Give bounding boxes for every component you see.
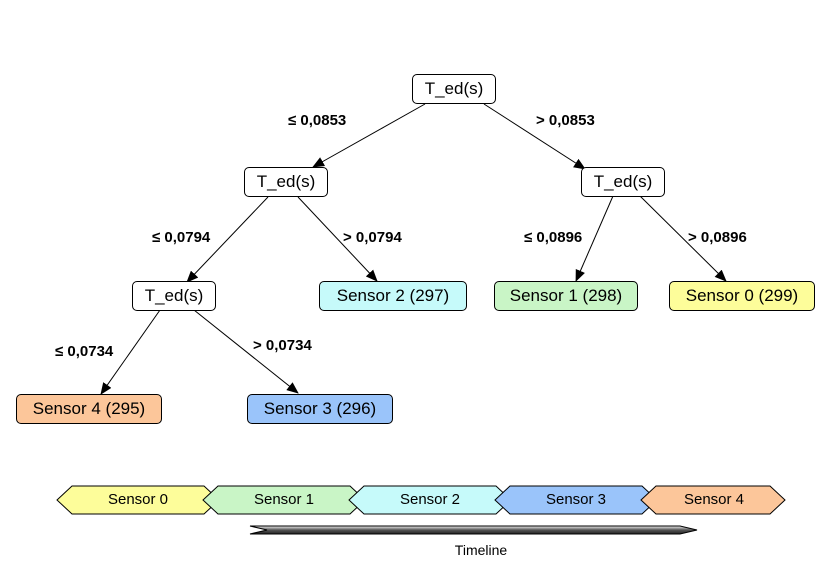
decision-node-right: T_ed(s)	[581, 167, 665, 197]
timeline-label-sensor-2: Sensor 2	[399, 491, 461, 508]
timeline-label-sensor-0: Sensor 0	[107, 491, 169, 508]
edge-label-root-right: > 0,0853	[536, 112, 595, 129]
edge-ll-left	[100, 309, 161, 395]
timeline-segment-sensor-4	[640, 485, 786, 515]
edge-ll-right	[193, 309, 299, 394]
edge-left-left	[186, 196, 269, 283]
timeline-caption: Timeline	[454, 542, 508, 558]
leaf-sensor-2: Sensor 2 (297)	[319, 281, 467, 311]
leaf-sensor-3: Sensor 3 (296)	[247, 394, 393, 424]
edge-right-left	[575, 195, 614, 282]
timeline-arrow	[249, 525, 698, 535]
edge-label-ll-right: > 0,0734	[253, 337, 312, 354]
timeline-label-sensor-1: Sensor 1	[253, 491, 315, 508]
edge-label-left-left: ≤ 0,0794	[152, 229, 211, 246]
edge-root-left	[312, 103, 426, 168]
leaf-sensor-4: Sensor 4 (295)	[16, 394, 162, 424]
decision-node-root: T_ed(s)	[412, 74, 496, 104]
timeline-label-sensor-3: Sensor 3	[545, 491, 607, 508]
leaf-sensor-1: Sensor 1 (298)	[494, 281, 638, 311]
edge-label-root-left: ≤ 0,0853	[288, 112, 347, 129]
decision-node-left: T_ed(s)	[244, 167, 328, 197]
edge-label-left-right: > 0,0794	[343, 229, 402, 246]
edge-root-right	[483, 103, 586, 170]
edge-right-right	[639, 195, 727, 282]
edge-label-right-right: > 0,0896	[688, 229, 747, 246]
leaf-sensor-0: Sensor 0 (299)	[669, 281, 815, 311]
edge-label-right-left: ≤ 0,0896	[524, 229, 583, 246]
decision-node-left-left: T_ed(s)	[132, 281, 216, 311]
edge-label-ll-left: ≤ 0,0734	[55, 343, 114, 360]
timeline-label-sensor-4: Sensor 4	[683, 491, 745, 508]
edge-left-right	[297, 196, 378, 282]
